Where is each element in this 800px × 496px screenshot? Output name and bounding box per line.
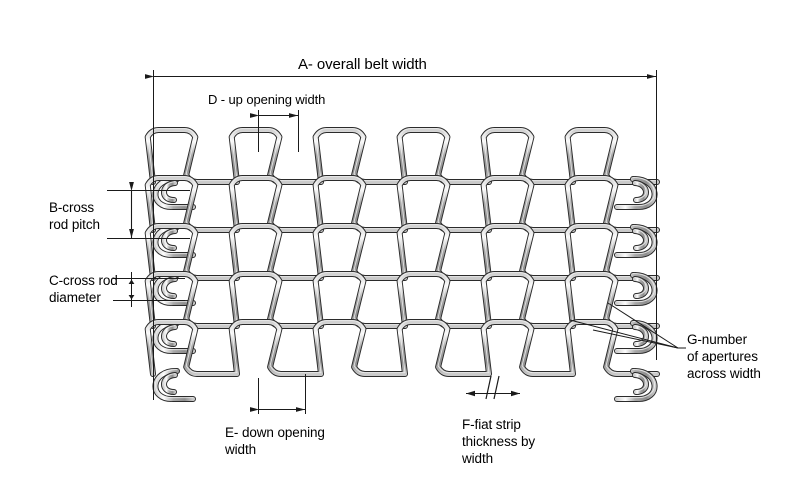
label-a-overall-belt-width: A- overall belt width: [298, 56, 427, 73]
wire-mesh-belt: [144, 127, 660, 403]
left-edge-hook: [152, 367, 196, 403]
left-edge-hook: [152, 319, 196, 355]
right-edge-hook: [614, 175, 658, 211]
right-hook-inner-band: [632, 180, 649, 203]
label-d-up-opening-width: D - up opening width: [208, 92, 326, 107]
right-hook-band: [614, 271, 658, 307]
dimension-g-number-of-apertures: [569, 302, 686, 349]
dimension-a-overall-belt-width: [145, 70, 657, 400]
right-edge-hook: [614, 271, 658, 307]
left-edge-hook: [152, 223, 196, 259]
label-f-flat-strip-thickness: F-fiat strip thickness by width: [462, 417, 536, 466]
right-hook-inner-band: [632, 324, 649, 347]
zigzag-strip: [144, 319, 660, 377]
right-hook-band: [614, 223, 658, 259]
label-c-cross-rod-diameter: C-cross rod diameter: [49, 273, 118, 305]
dimension-d-up-opening-width: [250, 110, 299, 152]
dimension-lines: [107, 70, 686, 414]
dimension-c-cross-rod-diameter: [113, 272, 185, 307]
dimension-e-down-opening-width: [250, 374, 306, 414]
right-hook-inner-band: [632, 228, 649, 251]
dimension-f-flat-strip-thickness: [466, 375, 520, 400]
right-hook-band: [614, 175, 658, 211]
left-hook-inner-band: [161, 372, 178, 395]
right-edge-hook: [614, 367, 658, 403]
mesh-row: [144, 319, 660, 403]
right-hook-inner-band: [632, 372, 649, 395]
left-hook-inner-band: [161, 324, 178, 347]
dimension-b-cross-rod-pitch: [107, 182, 190, 239]
left-hook-inner-band: [161, 276, 178, 299]
right-hook-band: [614, 367, 658, 403]
label-g-number-of-apertures: G-number of apertures across width: [687, 332, 761, 381]
left-edge-hook: [152, 175, 196, 211]
left-hook-band: [152, 367, 196, 403]
right-hook-inner-band: [632, 276, 649, 299]
label-b-cross-rod-pitch: B-cross rod pitch: [49, 200, 100, 232]
label-e-down-opening-width: E- down opening width: [225, 425, 325, 457]
zigzag-strip: [144, 127, 660, 185]
right-edge-hook: [614, 223, 658, 259]
